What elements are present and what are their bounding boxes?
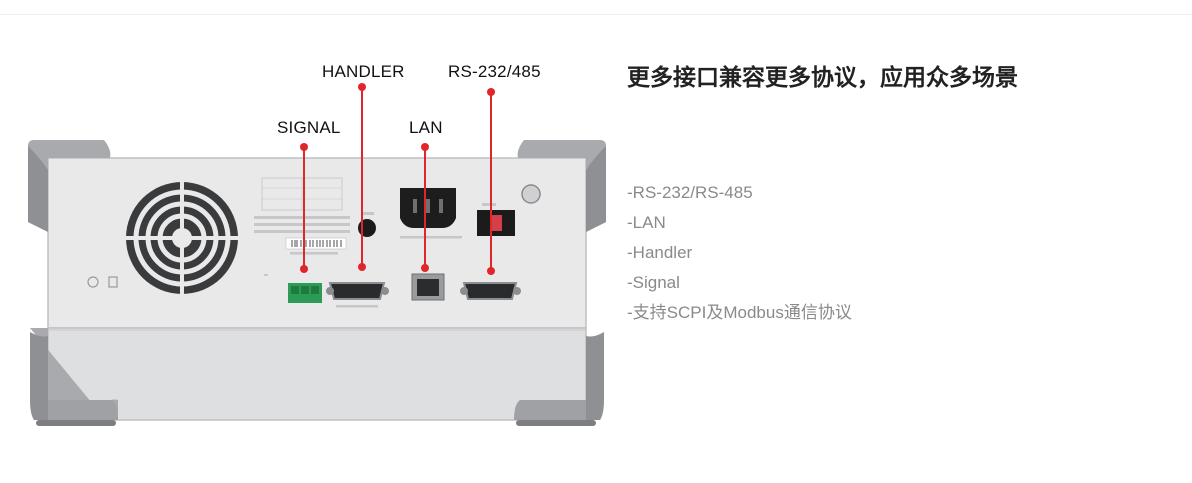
feature-item-handler: -Handler	[627, 243, 693, 262]
top-divider	[0, 14, 1192, 15]
feature-item-lan: -LAN	[627, 213, 666, 232]
handler-callout-line	[361, 87, 363, 267]
section-headline: 更多接口兼容更多协议，应用众多场景	[627, 65, 1018, 91]
signal-port-dot	[300, 265, 308, 273]
feature-item-signal: -Signal	[627, 273, 680, 292]
lan-port-dot	[421, 264, 429, 272]
device-rear-panel-image	[28, 140, 606, 426]
rs232-port-dot	[487, 267, 495, 275]
lan-callout-line	[424, 147, 426, 267]
signal-callout-label: SIGNAL	[277, 118, 341, 137]
rs232-callout-label: RS-232/485	[448, 62, 541, 81]
feature-item-rs232: -RS-232/RS-485	[627, 183, 753, 202]
signal-callout-line	[303, 147, 305, 269]
device-rear-panel-illustration: HANDLER RS-232/485 SIGNAL LAN	[28, 62, 606, 426]
handler-port-dot	[358, 263, 366, 271]
feature-list: -RS-232/RS-485 -LAN -Handler -Signal -支持…	[627, 178, 852, 328]
rs232-callout-line	[490, 92, 492, 272]
feature-item-protocols: -支持SCPI及Modbus通信协议	[627, 303, 852, 322]
handler-callout-label: HANDLER	[322, 62, 405, 81]
lan-callout-label: LAN	[409, 118, 443, 137]
